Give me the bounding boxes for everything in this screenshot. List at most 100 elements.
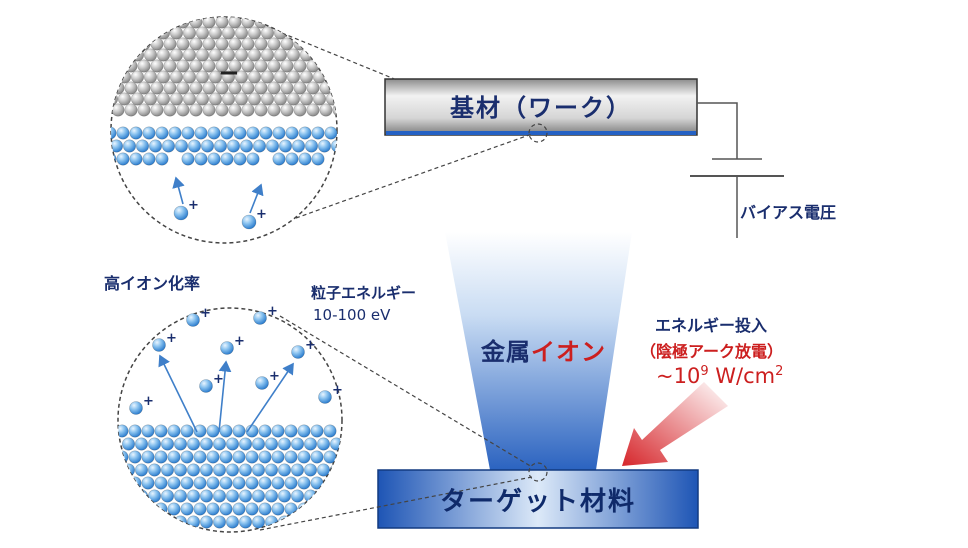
substrate-atom	[202, 81, 216, 95]
target-atom	[193, 476, 207, 490]
substrate-atom	[144, 26, 158, 40]
substrate-atom	[111, 81, 125, 95]
bias-circuit	[690, 102, 784, 238]
substrate-atom	[293, 59, 307, 73]
ion-charge-plus: +	[200, 306, 211, 321]
substrate-atom	[144, 70, 158, 84]
emitted-ions-bottom: +++++++++	[129, 304, 343, 433]
substrate-atom	[111, 26, 119, 40]
ion-arrow	[172, 176, 185, 205]
substrate-atom	[267, 37, 281, 51]
substrate-block	[384, 78, 698, 136]
target-atom	[167, 476, 181, 490]
deposited-atom	[291, 139, 305, 153]
deposited-atom	[214, 139, 228, 153]
target-atom	[154, 476, 168, 490]
substrate-atom	[137, 103, 151, 117]
target-block	[377, 469, 699, 529]
substrate-atom	[111, 81, 112, 95]
target-atom	[118, 424, 129, 438]
substrate-atom	[202, 37, 216, 51]
deposited-atom	[298, 126, 312, 140]
ion-charge-plus: +	[213, 372, 224, 387]
emitted-ion	[129, 401, 143, 415]
substrate-atom	[260, 70, 274, 84]
deposited-atom	[194, 152, 208, 166]
substrate-atom	[293, 103, 307, 117]
target-atom	[213, 489, 227, 503]
target-atom	[316, 437, 330, 451]
substrate-atom	[299, 48, 313, 62]
substrate-atom	[319, 81, 333, 95]
substrate-atom	[222, 26, 236, 40]
substrate-atom	[137, 81, 151, 95]
substrate-atom	[163, 37, 177, 51]
target-atom	[161, 437, 175, 451]
substrate-atom	[319, 17, 333, 29]
particle-energy-label: 粒子エネルギー	[311, 284, 417, 302]
target-atom	[226, 437, 240, 451]
substrate-atom	[183, 48, 197, 62]
deposited-atom	[175, 139, 189, 153]
substrate-atom	[241, 37, 255, 51]
substrate-atom	[176, 81, 190, 95]
substrate-atom	[312, 26, 326, 40]
substrate-atom	[111, 103, 112, 117]
substrate-atom	[131, 92, 145, 106]
target-atom	[232, 450, 246, 464]
substrate-atom	[248, 48, 262, 62]
deposited-atom	[194, 126, 208, 140]
target-atom	[258, 450, 272, 464]
substrate-atom	[189, 59, 203, 73]
target-atom	[245, 450, 259, 464]
deposited-atom	[181, 126, 195, 140]
substrate-atom	[176, 37, 190, 51]
zoom-guide-lines	[259, 32, 548, 531]
substrate-atom	[319, 37, 333, 51]
substrate-atom	[306, 17, 320, 29]
ion-charge-plus: +	[269, 369, 280, 384]
emitted-ion	[318, 390, 332, 404]
substrate-atom	[222, 70, 236, 84]
deposited-atom	[233, 152, 247, 166]
metal-ion-label: 金属イオン	[481, 332, 606, 367]
target-atom	[193, 502, 207, 516]
deposited-atom	[129, 126, 143, 140]
target-atom	[161, 489, 175, 503]
target-atom	[141, 450, 155, 464]
target-atom	[161, 463, 175, 477]
target-atom	[167, 450, 181, 464]
target-atom	[206, 502, 220, 516]
deposited-atom	[123, 139, 137, 153]
substrate-atom	[273, 92, 287, 106]
target-atom	[284, 476, 298, 490]
target-atom	[219, 476, 233, 490]
target-atom	[200, 437, 214, 451]
target-atom	[141, 424, 155, 438]
substrate-atom	[209, 92, 223, 106]
substrate-atom	[215, 59, 229, 73]
deposited-atom	[259, 126, 273, 140]
target-atom	[239, 489, 253, 503]
substrate-atom	[267, 17, 281, 29]
substrate-coating-layer	[386, 131, 696, 135]
substrate-atom	[267, 81, 281, 95]
substrate-atom	[260, 26, 274, 40]
target-atom	[148, 515, 162, 529]
deposited-atom	[298, 152, 312, 166]
target-atom	[252, 463, 266, 477]
deposited-atom	[129, 152, 143, 166]
substrate-atom	[228, 59, 242, 73]
target-atom	[329, 515, 342, 529]
target-atom	[167, 424, 181, 438]
deposited-atom	[111, 139, 124, 153]
substrate-atom	[222, 48, 236, 62]
substrate-atom	[260, 92, 274, 106]
substrate-atom	[118, 48, 132, 62]
target-atom	[271, 502, 285, 516]
target-atom	[252, 489, 266, 503]
substrate-atom	[111, 92, 119, 106]
target-atom	[141, 502, 155, 516]
deposited-atom	[142, 126, 156, 140]
target-atom	[271, 476, 285, 490]
